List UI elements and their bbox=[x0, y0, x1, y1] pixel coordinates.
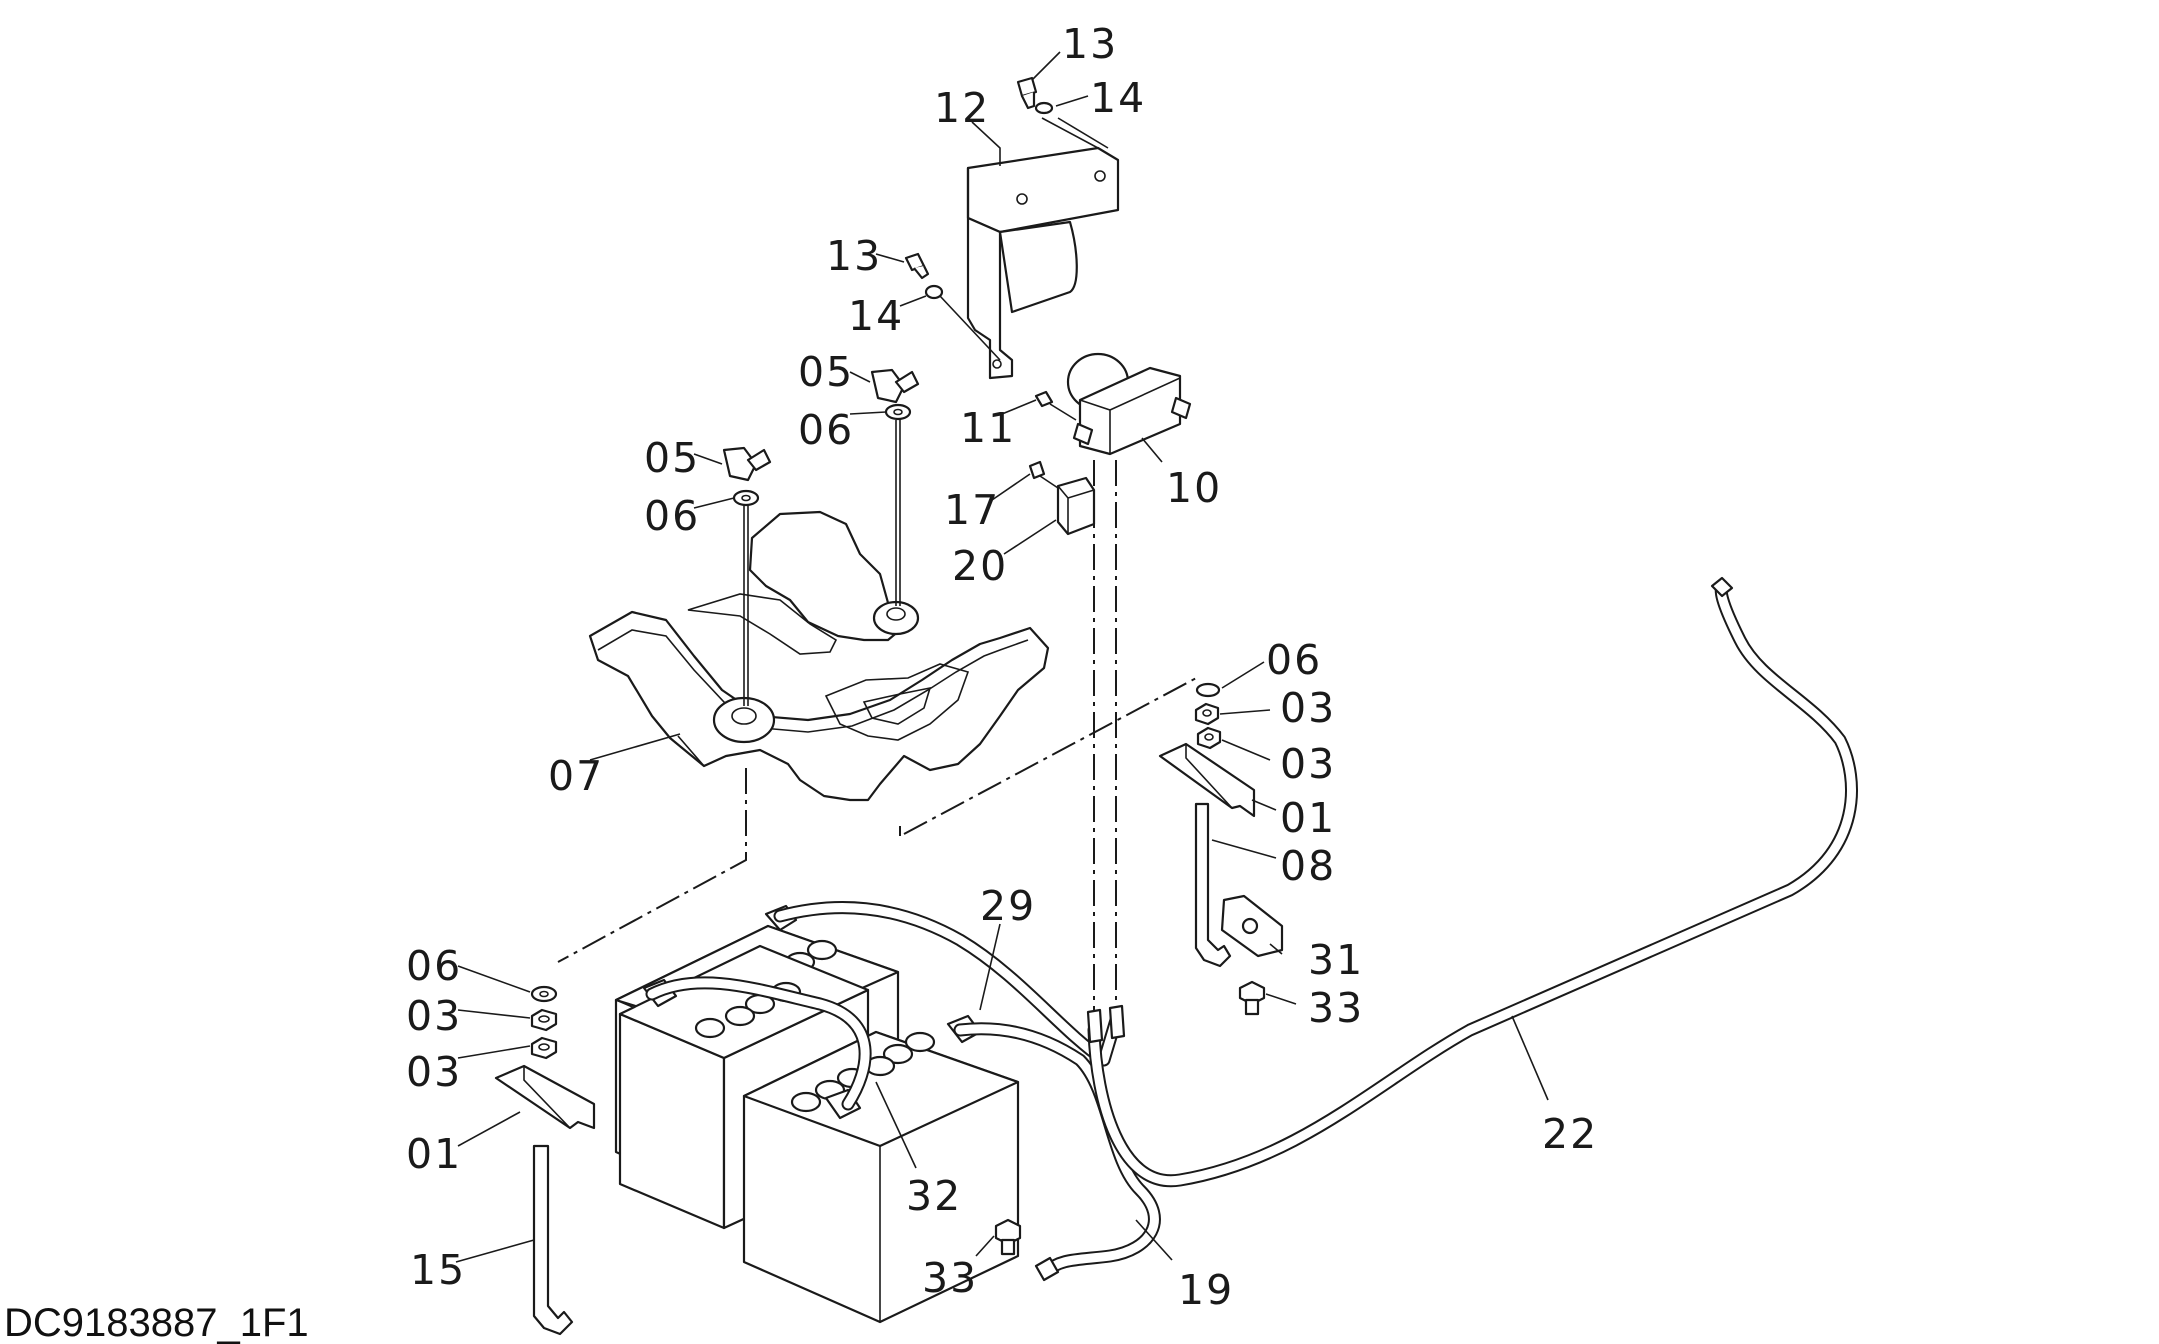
battery-right bbox=[742, 1030, 1020, 1324]
callout-07: 07 bbox=[548, 752, 604, 800]
relay-20 bbox=[1056, 476, 1096, 536]
callout-17: 17 bbox=[944, 486, 1000, 534]
cable-lugs bbox=[1034, 1004, 1126, 1282]
callout-03: 03 bbox=[1280, 740, 1336, 788]
callout-01: 01 bbox=[1280, 794, 1336, 842]
wing-nut-05-right bbox=[870, 368, 920, 404]
callout-06: 06 bbox=[644, 492, 700, 540]
bolt-11 bbox=[1034, 390, 1077, 421]
washer-06-right bbox=[884, 403, 912, 421]
callout-31: 31 bbox=[1308, 936, 1364, 984]
callout-08: 08 bbox=[1280, 842, 1336, 890]
rod-08 bbox=[1194, 802, 1232, 968]
callout-20: 20 bbox=[952, 542, 1008, 590]
callout-19: 19 bbox=[1178, 1266, 1234, 1314]
bolt-13-top bbox=[1016, 76, 1038, 110]
callout-14: 14 bbox=[1090, 74, 1146, 122]
washer-06-left bbox=[732, 489, 760, 507]
callout-06: 06 bbox=[1266, 636, 1322, 684]
leader-lines bbox=[455, 51, 1549, 1263]
plate-31 bbox=[1220, 894, 1284, 958]
bracket-01-left bbox=[494, 1064, 596, 1130]
callout-05: 05 bbox=[798, 348, 854, 396]
callout-06: 06 bbox=[406, 942, 462, 990]
callout-14: 14 bbox=[848, 292, 904, 340]
callout-03: 03 bbox=[406, 992, 462, 1040]
callout-11: 11 bbox=[960, 404, 1016, 452]
bolt-33-right bbox=[1238, 980, 1266, 1016]
wing-nut-05-left bbox=[722, 446, 772, 482]
callout-labels: 13 14 12 13 14 05 06 05 06 11 10 17 20 0… bbox=[406, 20, 1598, 1314]
battery-relay-10 bbox=[1066, 352, 1192, 456]
nut-03-right-a bbox=[1194, 702, 1220, 726]
battery-holder-07 bbox=[588, 510, 1050, 802]
nut-03-left-b bbox=[530, 1036, 558, 1060]
bracket-01-right bbox=[1158, 742, 1256, 818]
nut-03-left-a bbox=[530, 1008, 558, 1032]
cable-29 bbox=[773, 901, 1123, 1067]
washer-06-left-rod bbox=[530, 985, 558, 1003]
callout-10: 10 bbox=[1166, 464, 1222, 512]
cable-32 bbox=[645, 976, 872, 1111]
callout-13: 13 bbox=[1062, 20, 1118, 68]
washer-06-right-rod bbox=[1195, 682, 1221, 698]
rod-15 bbox=[532, 1144, 574, 1336]
washer-14-mid bbox=[924, 284, 944, 300]
callout-06: 06 bbox=[798, 406, 854, 454]
cable-22 bbox=[1087, 576, 1858, 1188]
callout-03: 03 bbox=[1280, 684, 1336, 732]
bolt-17 bbox=[1028, 460, 1059, 489]
callout-32: 32 bbox=[906, 1172, 962, 1220]
drawing-id: DC9183887_1F1 bbox=[4, 1301, 309, 1344]
callout-05: 05 bbox=[644, 434, 700, 482]
bracket-12 bbox=[966, 146, 1120, 380]
bolt-13-mid bbox=[904, 252, 930, 280]
callout-13: 13 bbox=[826, 232, 882, 280]
washer-14-top bbox=[1034, 101, 1054, 115]
callout-33: 33 bbox=[1308, 984, 1364, 1032]
callout-29: 29 bbox=[980, 882, 1036, 930]
callout-33: 33 bbox=[922, 1254, 978, 1302]
callout-03: 03 bbox=[406, 1048, 462, 1096]
nut-03-right-b bbox=[1196, 726, 1222, 750]
callout-15: 15 bbox=[410, 1246, 466, 1294]
callout-12: 12 bbox=[934, 84, 990, 132]
bolt-33-bottom bbox=[994, 1218, 1022, 1256]
callout-22: 22 bbox=[1542, 1110, 1598, 1158]
callout-01: 01 bbox=[406, 1130, 462, 1178]
cable-19 bbox=[953, 1022, 1161, 1279]
